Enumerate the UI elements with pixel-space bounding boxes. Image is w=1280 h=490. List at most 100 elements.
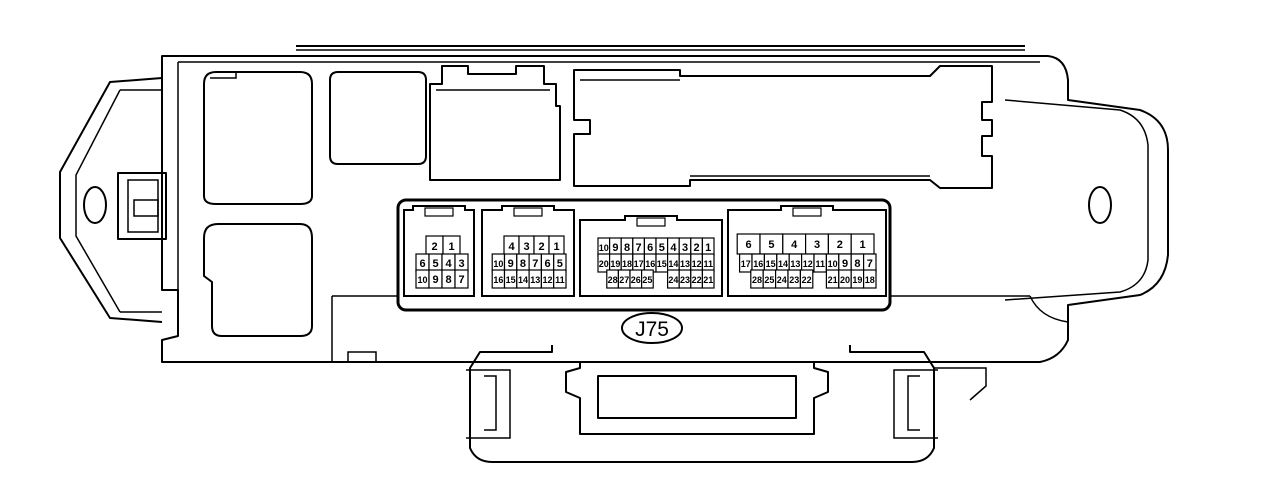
pin-label: 19 bbox=[852, 275, 862, 285]
junction-label-text: J75 bbox=[635, 318, 669, 341]
pin-label: 3 bbox=[458, 258, 464, 270]
pin-label: 6 bbox=[544, 258, 550, 270]
pin-label: 24 bbox=[777, 275, 787, 285]
pin-label: 8 bbox=[445, 274, 451, 286]
pin-label: 4 bbox=[791, 239, 798, 251]
pin-label: 14 bbox=[778, 259, 788, 269]
pin-cell bbox=[454, 269, 469, 289]
top-rail bbox=[296, 45, 1025, 51]
pin-cell bbox=[553, 269, 567, 289]
pin-label: 9 bbox=[612, 242, 618, 254]
pin-label: 8 bbox=[520, 258, 526, 270]
pin-label: 20 bbox=[840, 275, 850, 285]
pin-label: 9 bbox=[432, 274, 438, 286]
pin-label: 13 bbox=[790, 259, 800, 269]
pin-label: 11 bbox=[555, 275, 565, 285]
pin-label: 1 bbox=[448, 241, 454, 253]
pin-label: 16 bbox=[493, 275, 503, 285]
pin-label: 6 bbox=[746, 239, 752, 251]
pin-label: 21 bbox=[703, 275, 713, 285]
connector-latch bbox=[792, 207, 822, 217]
pin-label: 10 bbox=[828, 259, 838, 269]
pin-label: 27 bbox=[619, 275, 629, 285]
pin-label: 7 bbox=[458, 274, 464, 286]
pin-label: 12 bbox=[803, 259, 813, 269]
pin-label: 4 bbox=[508, 241, 515, 253]
pin-label: 19 bbox=[610, 259, 620, 269]
pin-label: 16 bbox=[753, 259, 763, 269]
junction-label: J75 bbox=[621, 312, 683, 344]
pin-label: 24 bbox=[668, 275, 678, 285]
pin-label: 13 bbox=[530, 275, 540, 285]
connector-latch bbox=[424, 207, 454, 217]
pin-label: 15 bbox=[657, 259, 667, 269]
pin-label: 12 bbox=[543, 275, 553, 285]
pin-label: 14 bbox=[518, 275, 528, 285]
pin-label: 8 bbox=[624, 242, 630, 254]
pin-label: 17 bbox=[741, 259, 751, 269]
pin-label: 1 bbox=[705, 242, 711, 254]
pin-label: 23 bbox=[680, 275, 690, 285]
pin-label: 26 bbox=[631, 275, 641, 285]
pin-label: 17 bbox=[634, 259, 644, 269]
pin-label: 15 bbox=[506, 275, 516, 285]
pin-label: 4 bbox=[670, 242, 677, 254]
pin-label: 3 bbox=[814, 239, 820, 251]
pin-label: 8 bbox=[854, 258, 860, 270]
pin-label: 22 bbox=[692, 275, 702, 285]
left-latch bbox=[117, 172, 167, 240]
pin-label: 5 bbox=[659, 242, 665, 254]
pin-label: 22 bbox=[802, 275, 812, 285]
pin-label: 20 bbox=[599, 259, 609, 269]
pin-label: 1 bbox=[553, 241, 559, 253]
pin-label: 5 bbox=[768, 239, 774, 251]
pin-label: 15 bbox=[766, 259, 776, 269]
pin-label: 2 bbox=[694, 242, 700, 254]
pin-label: 4 bbox=[445, 258, 452, 270]
pin-label: 5 bbox=[432, 258, 438, 270]
pin-label: 6 bbox=[419, 258, 425, 270]
pin-label: 23 bbox=[789, 275, 799, 285]
pin-label: 25 bbox=[764, 275, 774, 285]
pin-label: 25 bbox=[642, 275, 652, 285]
connector-latch bbox=[513, 207, 543, 217]
pin-label: 5 bbox=[557, 258, 563, 270]
pin-label: 14 bbox=[668, 259, 678, 269]
pin-label: 18 bbox=[865, 275, 875, 285]
pin-label: 3 bbox=[682, 242, 688, 254]
pin-label: 28 bbox=[752, 275, 762, 285]
junction-label-oval bbox=[621, 312, 683, 344]
pin-label: 2 bbox=[538, 241, 544, 253]
pin-label: 13 bbox=[680, 259, 690, 269]
pin-label: 16 bbox=[645, 259, 655, 269]
pin-label: 9 bbox=[508, 258, 514, 270]
bottom-housing bbox=[466, 345, 987, 463]
pin-label: 11 bbox=[703, 259, 713, 269]
pin-label: 7 bbox=[867, 258, 873, 270]
left-mounting-bracket bbox=[59, 77, 163, 323]
pin-label: 10 bbox=[599, 243, 609, 253]
pin-cell bbox=[862, 269, 877, 289]
pin-label: 10 bbox=[493, 259, 503, 269]
pin-label: 10 bbox=[417, 275, 427, 285]
pin-label: 21 bbox=[828, 275, 838, 285]
pin-cell bbox=[799, 269, 814, 289]
pin-label: 2 bbox=[431, 241, 437, 253]
pin-label: 28 bbox=[608, 275, 618, 285]
pin-label: 7 bbox=[636, 242, 642, 254]
right-mounting-hole bbox=[1088, 186, 1112, 224]
pin-label: 9 bbox=[842, 258, 848, 270]
relay-outlines bbox=[203, 65, 993, 337]
pin-label: 6 bbox=[647, 242, 653, 254]
left-mounting-hole bbox=[83, 186, 107, 224]
pin-cell bbox=[701, 269, 715, 289]
bottom-port bbox=[565, 361, 829, 435]
pin-label: 3 bbox=[523, 241, 529, 253]
pin-label: 1 bbox=[860, 239, 866, 251]
pin-cell bbox=[640, 269, 654, 289]
connector-latch bbox=[636, 217, 666, 227]
